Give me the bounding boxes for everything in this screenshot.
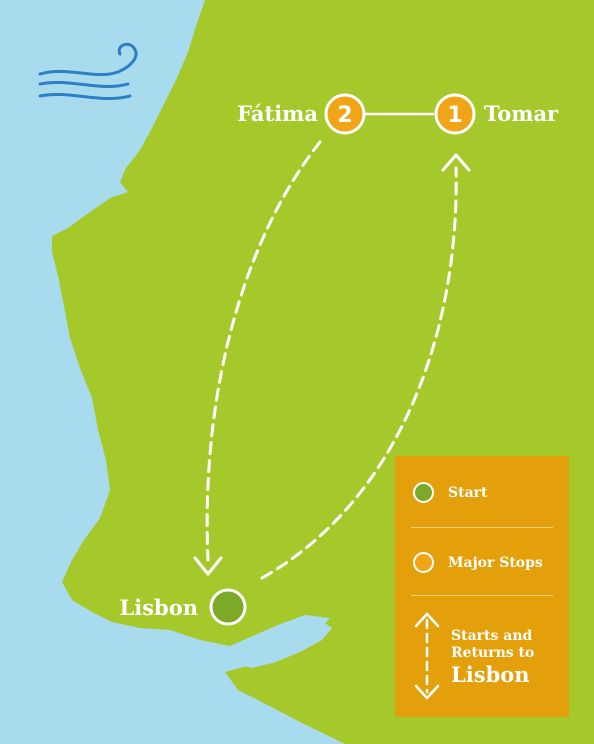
city-label-lisbon: Lisbon — [119, 595, 198, 620]
legend-start: Start — [395, 482, 569, 503]
legend-returns: Starts and Returns to Lisbon — [451, 628, 534, 688]
stop-number: 2 — [337, 103, 352, 128]
legend-divider — [411, 527, 553, 528]
legend-returns-line1: Starts and — [451, 628, 533, 644]
legend-major-stops-label: Major Stops — [448, 554, 543, 571]
start-marker-icon — [413, 482, 434, 503]
legend-returns-city: Lisbon — [451, 662, 530, 687]
legend-returns-line2: Returns to — [451, 645, 535, 661]
stop-lisbon: Lisbon — [119, 588, 247, 626]
city-label-fatima: Fátima — [237, 101, 318, 126]
legend-divider — [411, 595, 553, 596]
round-trip-arrows-icon — [414, 612, 440, 700]
city-label-tomar: Tomar — [484, 101, 559, 126]
legend-start-label: Start — [448, 484, 488, 501]
legend-major-stops: Major Stops — [395, 552, 569, 573]
route-fatima-to-lisbon — [205, 140, 322, 562]
route-arrowheads — [193, 153, 471, 576]
arrowhead-up-icon — [441, 153, 471, 172]
stop-marker-icon — [413, 552, 434, 573]
route-lines — [205, 140, 458, 580]
stop-number: 1 — [447, 103, 462, 128]
tagus-estuary — [232, 620, 332, 668]
wind-icon — [38, 42, 138, 100]
route-lisbon-to-tomar — [260, 166, 458, 580]
legend: Start Major Stops — [395, 456, 569, 717]
stop-fatima: 2 Fátima — [237, 93, 366, 135]
arrowhead-down-icon — [193, 556, 223, 576]
stop-tomar: 1 Tomar — [434, 93, 559, 135]
